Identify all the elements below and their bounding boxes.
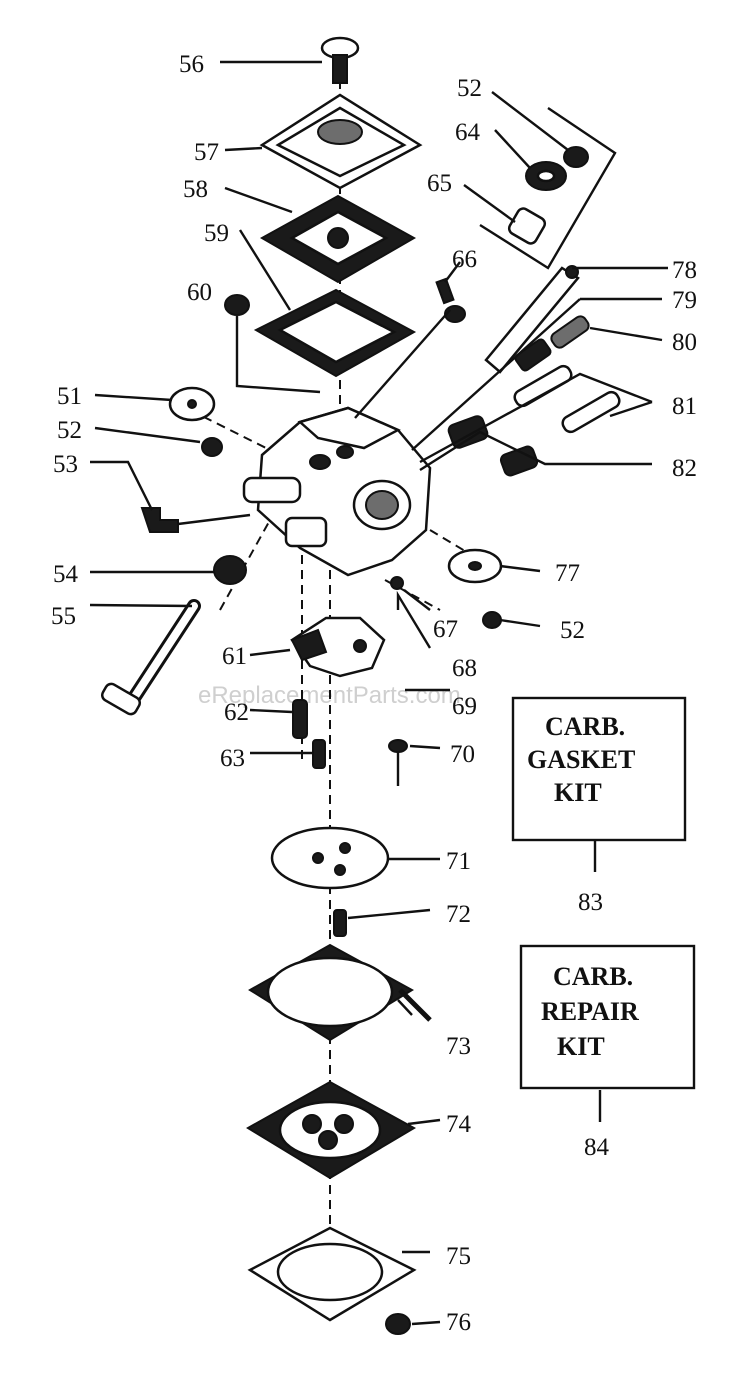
valve-group-box <box>479 107 617 270</box>
leader-lines <box>89 60 668 1326</box>
repair-kit-line1: CARB. <box>553 962 633 991</box>
carb-gasket-kit-box: CARB. GASKET KIT <box>511 696 687 842</box>
part-59-gasket <box>253 288 417 378</box>
callout-61: 61 <box>222 643 247 670</box>
part-58-diaphragm <box>259 194 417 284</box>
part-73-gasket <box>248 943 432 1042</box>
callout-labels: 56 57 58 59 60 52 64 65 66 78 79 80 81 8… <box>51 51 697 1336</box>
callout-73: 73 <box>446 1033 471 1060</box>
callout-63: 63 <box>220 745 245 772</box>
part-76-screw <box>385 1313 411 1335</box>
gasket-kit-line3: KIT <box>554 778 602 807</box>
callout-64: 64 <box>455 119 481 146</box>
part-82-springs <box>447 415 539 477</box>
repair-kit-line3: KIT <box>557 1032 605 1061</box>
gasket-kit-line2: GASKET <box>527 745 635 774</box>
callout-67: 67 <box>433 616 458 643</box>
callout-75: 75 <box>446 1243 471 1270</box>
part-67-ball <box>390 576 404 590</box>
callout-81: 81 <box>672 393 697 420</box>
callout-59: 59 <box>204 220 229 247</box>
part-77-cap <box>447 548 503 584</box>
part-75-cover <box>247 1226 417 1322</box>
part-74-pump-diaphragm <box>246 1080 417 1180</box>
callout-54: 54 <box>53 561 79 588</box>
callout-80: 80 <box>672 329 697 356</box>
callout-77: 77 <box>555 560 580 587</box>
callout-65: 65 <box>427 170 452 197</box>
callout-66: 66 <box>452 246 477 273</box>
part-79-spring <box>514 338 552 372</box>
callout-83: 83 <box>578 889 603 916</box>
gasket-kit-line1: CARB. <box>545 712 625 741</box>
part-51-cap <box>168 386 216 422</box>
callout-68: 68 <box>452 655 477 682</box>
part-78-lever <box>484 265 580 374</box>
part-80-screw <box>550 315 590 349</box>
part-53-elbow <box>140 507 179 533</box>
part-60-plug <box>224 294 250 316</box>
callout-60: 60 <box>187 279 212 306</box>
part-52-plug-top <box>563 146 589 168</box>
part-64-seat <box>525 161 567 191</box>
part-57-cover <box>259 93 423 190</box>
callout-51: 51 <box>57 383 82 410</box>
part-54-spring <box>213 555 247 585</box>
callout-82: 82 <box>672 455 697 482</box>
callout-71: 71 <box>446 848 471 875</box>
part-52-plug-left <box>201 437 223 457</box>
callout-57: 57 <box>194 139 219 166</box>
part-72-screw <box>333 909 347 937</box>
part-70-plug <box>388 739 408 786</box>
callout-53: 53 <box>53 451 78 478</box>
callout-78: 78 <box>672 257 697 284</box>
callout-72: 72 <box>446 901 471 928</box>
callout-74: 74 <box>446 1111 472 1138</box>
callout-58: 58 <box>183 176 208 203</box>
part-71-diaphragm <box>270 826 390 890</box>
carb-repair-kit-box: CARB. REPAIR KIT <box>519 944 696 1090</box>
callout-52-top: 52 <box>457 75 482 102</box>
part-65-needle <box>507 207 547 245</box>
callout-70: 70 <box>450 741 475 768</box>
callout-55: 55 <box>51 603 76 630</box>
callout-56: 56 <box>179 51 204 78</box>
part-56-screw <box>320 36 360 84</box>
callout-69: 69 <box>452 693 477 720</box>
callout-52-right: 52 <box>560 617 585 644</box>
part-81-needles <box>513 364 621 434</box>
callout-62: 62 <box>224 699 249 726</box>
part-61-lever-plate <box>290 616 386 678</box>
part-66-screw <box>435 277 466 323</box>
repair-kit-line2: REPAIR <box>541 997 639 1026</box>
callout-84: 84 <box>584 1134 610 1161</box>
part-55-shaft <box>100 599 201 716</box>
callout-76: 76 <box>446 1309 471 1336</box>
part-62-spring <box>292 699 308 739</box>
part-63-pin <box>312 739 326 769</box>
callout-79: 79 <box>672 287 697 314</box>
carburetor-body <box>242 406 432 577</box>
callout-52-left: 52 <box>57 417 82 444</box>
part-52-plug-right <box>482 611 502 629</box>
